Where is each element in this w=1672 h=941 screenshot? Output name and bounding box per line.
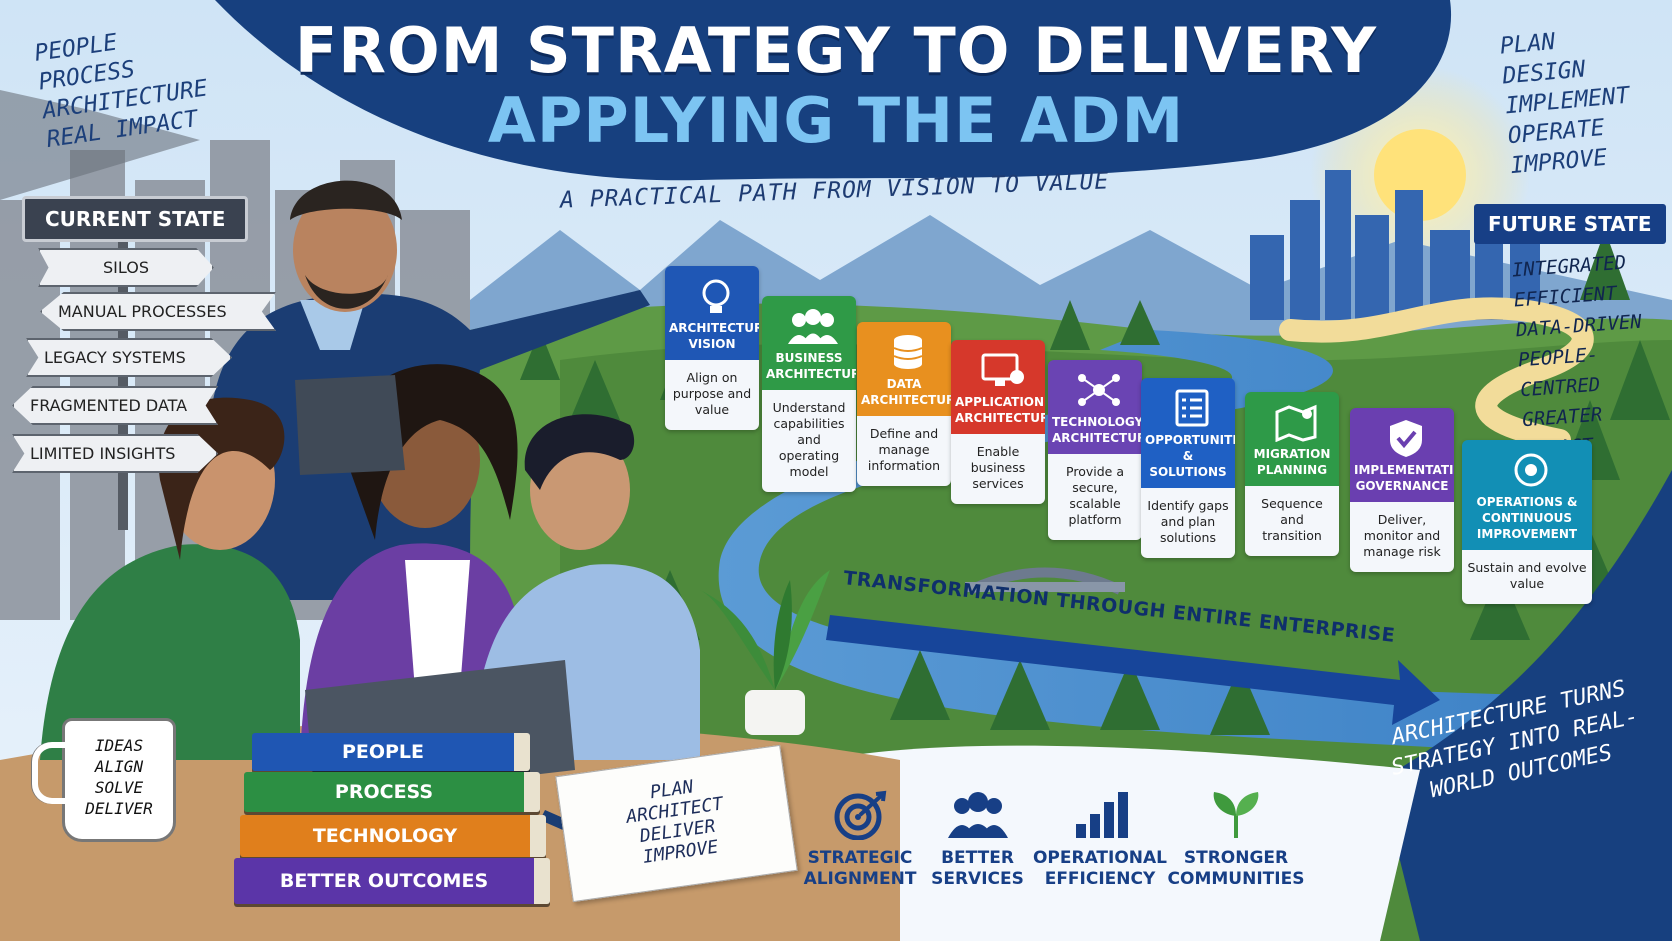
phase-description: Deliver, monitor and manage risk [1350, 502, 1454, 572]
future-state-item: PEOPLE-CENTRED [1517, 343, 1601, 402]
phase-header: MIGRATION PLANNING [1245, 392, 1339, 486]
phase-description: Sustain and evolve value [1462, 550, 1592, 604]
book-better-outcomes: BETTER OUTCOMES [234, 858, 550, 904]
phase-header: TECHNOLOGY ARCHITECTURE [1048, 360, 1142, 454]
current-state-item: MANUAL PROCESSES [40, 292, 276, 331]
mug-line: SOLVE [94, 778, 144, 797]
sprout-icon [1213, 792, 1259, 838]
notes-right: PLAN DESIGN IMPLEMENT OPERATE IMPROVE [1499, 21, 1636, 181]
shield-check-icon [1390, 420, 1422, 457]
cycle-gear-icon [1514, 453, 1548, 487]
phase-header: ARCHITECTURE VISION [665, 266, 759, 360]
map-pin-icon [1275, 404, 1317, 442]
phase-card-implementation-governance: IMPLEMENTATION GOVERNANCE Deliver, monit… [1350, 408, 1454, 572]
mug-handle [32, 742, 72, 804]
future-state-list: INTEGRATED EFFICIENT DATA-DRIVEN PEOPLE-… [1511, 245, 1672, 465]
network-icon [1078, 374, 1120, 406]
phase-card-technology-architecture: TECHNOLOGY ARCHITECTURE Provide a secure… [1048, 360, 1142, 540]
phase-header: APPLICATION ARCHITECTURE [951, 340, 1045, 434]
mug-line: ALIGN [94, 757, 144, 776]
target-icon [834, 790, 887, 840]
page-title: FROM STRATEGY TO DELIVERY [294, 14, 1378, 87]
phase-header: OPPORTUNITIES & SOLUTIONS [1141, 378, 1235, 488]
phase-description: Define and manage information [857, 416, 951, 486]
current-state-item: LEGACY SYSTEMS [26, 338, 232, 377]
benefit-label: STRONGER COMMUNITIES [1167, 848, 1305, 889]
checklist-icon [1175, 389, 1209, 427]
benefit-strategic-alignment: STRATEGIC ALIGNMENT [795, 790, 925, 890]
phase-card-architecture-vision: ARCHITECTURE VISION Align on purpose and… [665, 266, 759, 430]
benefit-operational-efficiency: OPERATIONAL EFFICIENCY [1030, 790, 1170, 890]
monitor-gear-icon [981, 353, 1024, 386]
phase-header: DATA ARCHITECTURE [857, 322, 951, 416]
phase-description: Enable business services [951, 434, 1045, 504]
phase-description: Sequence and transition [1245, 486, 1339, 556]
future-state-heading: FUTURE STATE [1474, 204, 1666, 244]
benefit-label: STRATEGIC ALIGNMENT [803, 848, 917, 889]
book-technology: TECHNOLOGY [240, 815, 546, 857]
phase-title: ARCHITECTURE VISION [669, 321, 759, 351]
mug: IDEAS ALIGN SOLVE DELIVER [62, 718, 176, 842]
phase-card-opportunities-solutions: OPPORTUNITIES & SOLUTIONS Identify gaps … [1141, 378, 1235, 558]
benefit-label: BETTER SERVICES [931, 848, 1024, 889]
people-icon [788, 309, 838, 344]
phase-card-migration-planning: MIGRATION PLANNING Sequence and transiti… [1245, 392, 1339, 556]
current-state-heading: CURRENT STATE [22, 196, 249, 242]
current-state-item: SILOS [38, 248, 214, 287]
notes-left: PEOPLE PROCESS ARCHITECTURE REAL IMPACT [33, 17, 214, 155]
database-icon [893, 335, 923, 369]
phase-title: MIGRATION PLANNING [1253, 447, 1331, 477]
benefit-label: OPERATIONAL EFFICIENCY [1032, 848, 1168, 889]
benefit-better-services: BETTER SERVICES [915, 790, 1040, 890]
phase-description: Provide a secure, scalable platform [1048, 454, 1142, 540]
phase-description: Understand capabilities and operating mo… [762, 390, 856, 492]
phase-title: BUSINESS ARCHITECTURE [766, 351, 856, 381]
phase-header: OPERATIONS & CONTINUOUS IMPROVEMENT [1462, 440, 1592, 550]
phase-title: APPLICATION ARCHITECTURE [955, 395, 1045, 425]
phase-card-data-architecture: DATA ARCHITECTURE Define and manage info… [857, 322, 951, 486]
mug-text: IDEAS ALIGN SOLVE DELIVER [65, 721, 173, 819]
current-state-item: LIMITED INSIGHTS [12, 434, 218, 473]
book-process: PROCESS [244, 772, 540, 812]
phase-title: TECHNOLOGY ARCHITECTURE [1052, 415, 1142, 445]
phase-title: OPPORTUNITIES & SOLUTIONS [1145, 433, 1235, 479]
book-people: PEOPLE [252, 733, 530, 771]
phase-card-application-architecture: APPLICATION ARCHITECTURE Enable business… [951, 340, 1045, 504]
phase-header: BUSINESS ARCHITECTURE [762, 296, 856, 390]
phase-card-operations-improvement: OPERATIONS & CONTINUOUS IMPROVEMENT Sust… [1462, 440, 1592, 604]
phase-card-business-architecture: BUSINESS ARCHITECTURE Understand capabil… [762, 296, 856, 492]
mug-line: IDEAS [94, 736, 144, 755]
phase-title: IMPLEMENTATION GOVERNANCE [1354, 463, 1454, 493]
benefit-stronger-communities: STRONGER COMMUNITIES [1166, 790, 1306, 890]
current-state-item: FRAGMENTED DATA [12, 386, 218, 425]
bar-chart-icon [1076, 792, 1128, 838]
lightbulb-icon [702, 279, 730, 313]
page-subtitle: APPLYING THE ADM [487, 84, 1185, 157]
group-icon [947, 792, 1008, 838]
mug-line: DELIVER [85, 799, 153, 818]
phase-title: DATA ARCHITECTURE [861, 377, 951, 407]
phase-description: Identify gaps and plan solutions [1141, 488, 1235, 558]
phase-title: OPERATIONS & CONTINUOUS IMPROVEMENT [1476, 495, 1578, 541]
phase-description: Align on purpose and value [665, 360, 759, 430]
phase-header: IMPLEMENTATION GOVERNANCE [1350, 408, 1454, 502]
